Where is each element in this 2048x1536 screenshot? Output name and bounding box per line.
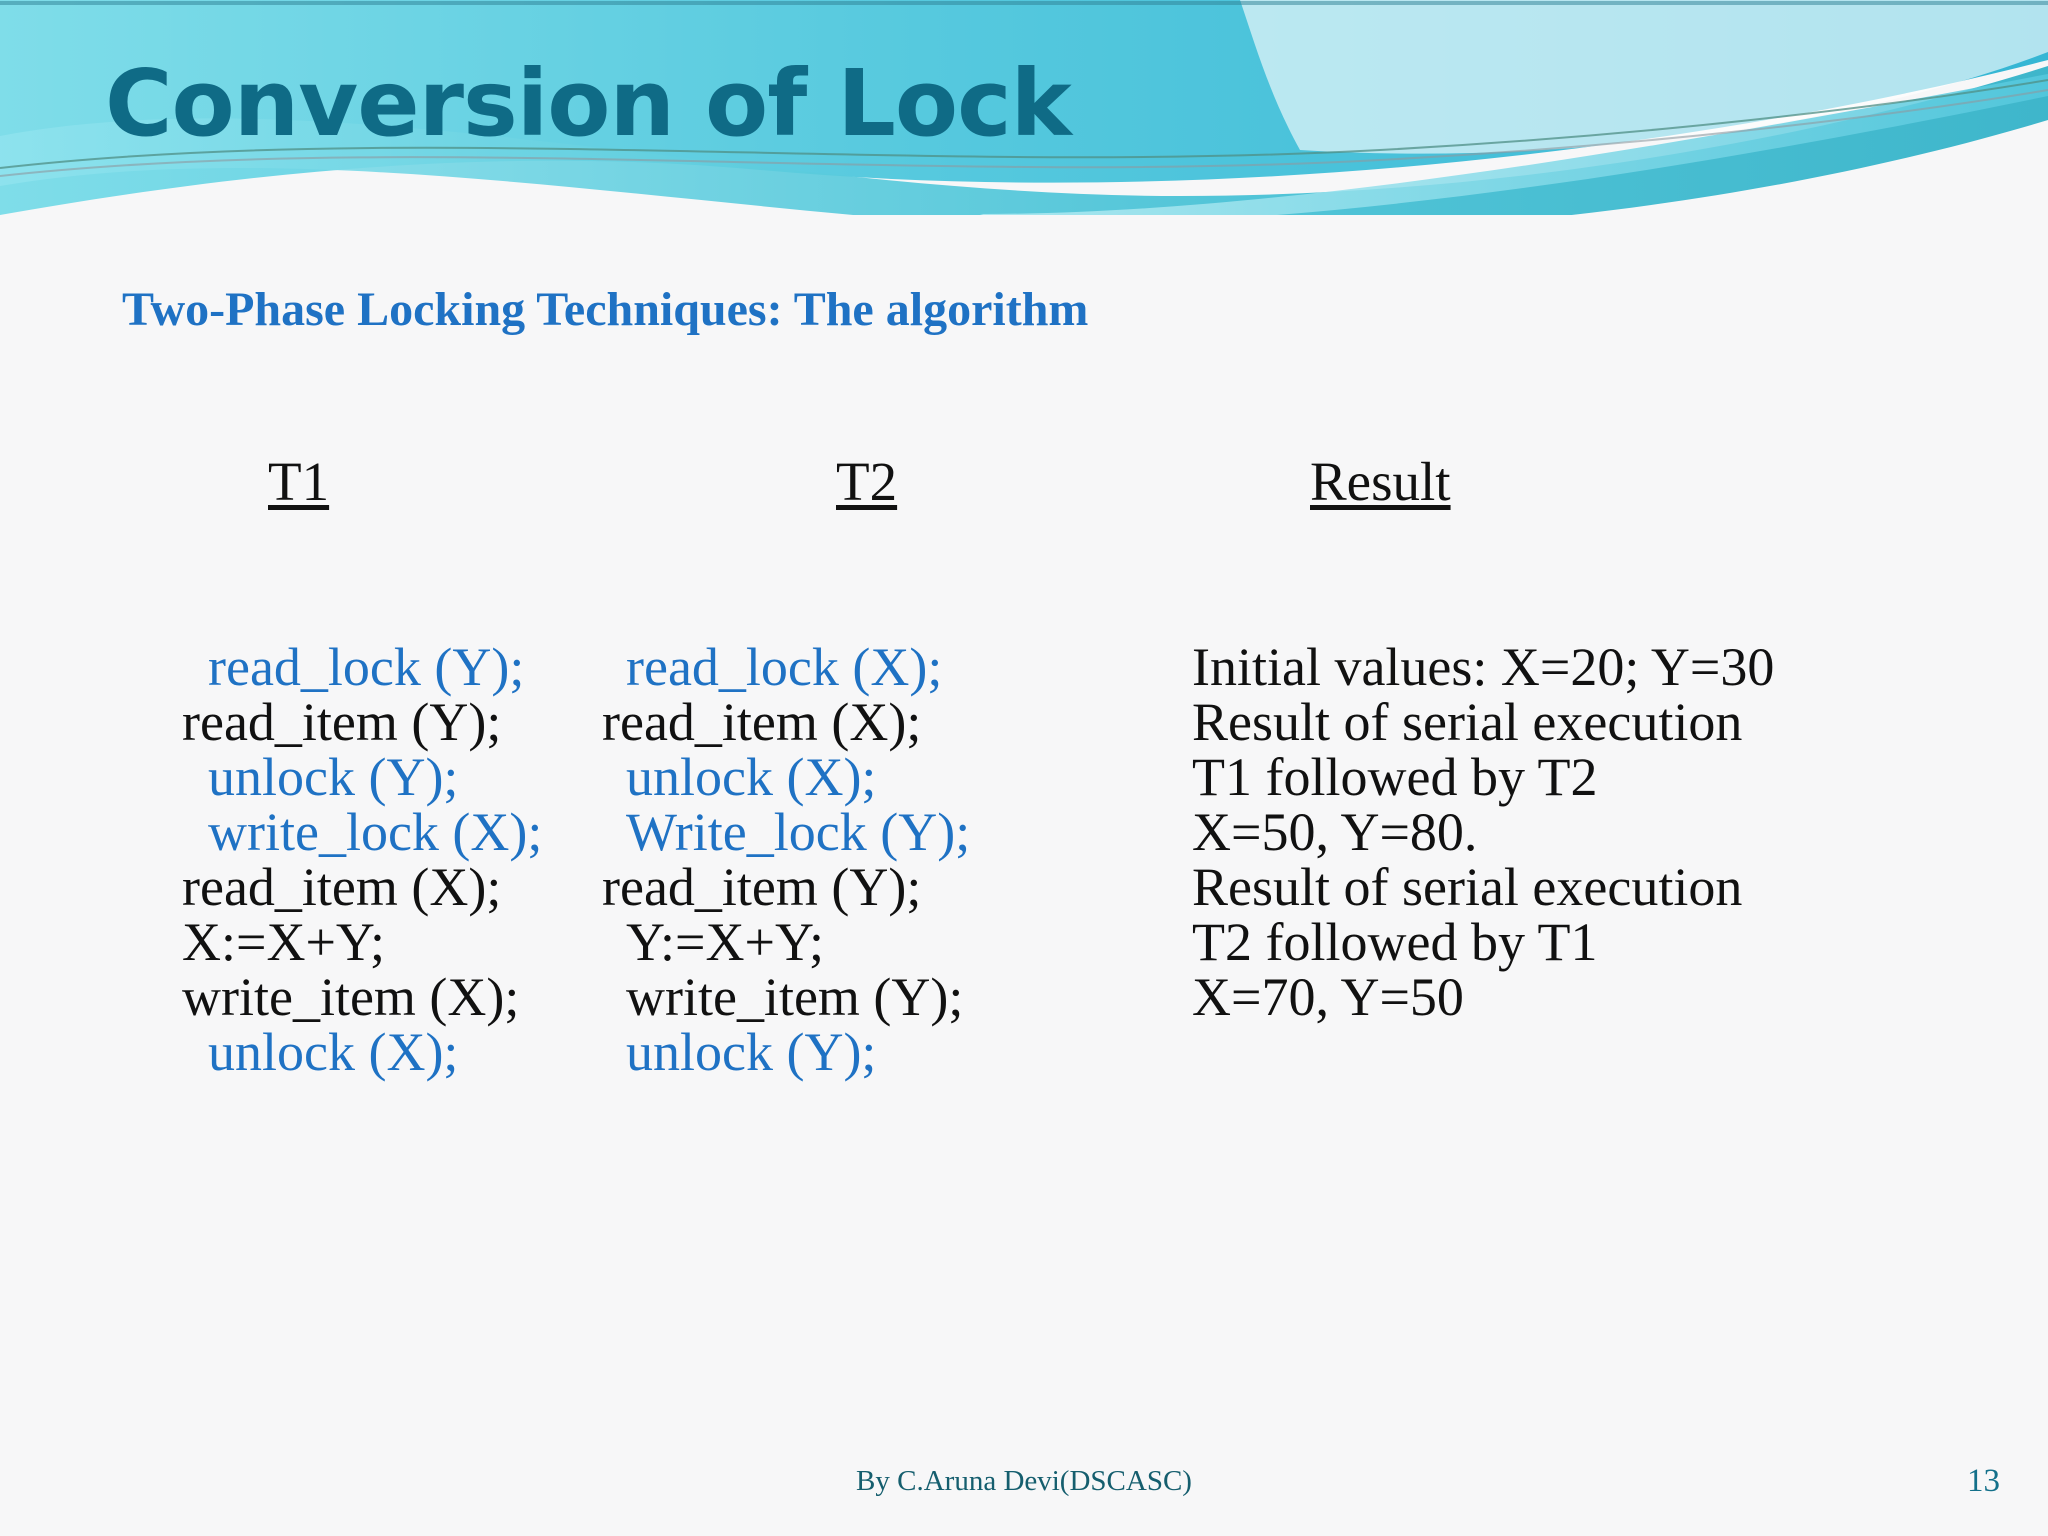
transaction-t2-line: read_item (Y); xyxy=(602,857,922,917)
slide-banner xyxy=(0,0,2048,215)
transaction-t2-line: unlock (Y); xyxy=(626,1022,877,1082)
footer-author: By C.Aruna Devi(DSCASC) xyxy=(856,1465,1192,1497)
transaction-schedule-table: T1 T2 Result read_lock (Y);read_item (Y)… xyxy=(0,450,2048,1080)
transaction-t2-line: read_item (X); xyxy=(602,692,922,752)
result-line: Result of serial execution xyxy=(1192,692,1743,752)
transaction-t1-line: read_lock (Y); xyxy=(208,637,525,697)
transaction-t2-line: Y:=X+Y; xyxy=(626,912,824,972)
transaction-t1-line: write_lock (X); xyxy=(208,802,543,862)
transaction-t1-line: read_item (Y); xyxy=(182,692,502,752)
result-line: T2 followed by T1 xyxy=(1192,912,1598,972)
column-header-t2: T2 xyxy=(836,451,898,512)
slide-subtitle: Two-Phase Locking Techniques: The algori… xyxy=(122,283,1089,336)
page-title: Conversion of Lock xyxy=(105,50,1072,157)
column-header-t1: T1 xyxy=(268,451,330,512)
transaction-t1-line: unlock (Y); xyxy=(208,747,459,807)
result-line: T1 followed by T2 xyxy=(1192,747,1598,807)
transaction-t1-line: X:=X+Y; xyxy=(182,912,385,972)
slide-page-number: 13 xyxy=(1967,1463,2000,1499)
result-line: X=50, Y=80. xyxy=(1192,802,1478,862)
transaction-t2-line: write_item (Y); xyxy=(626,967,964,1027)
transaction-t1-column: read_lock (Y);read_item (Y);unlock (Y);w… xyxy=(182,640,582,1080)
banner-wave-graphic xyxy=(0,0,2048,215)
result-line: X=70, Y=50 xyxy=(1192,967,1464,1027)
transaction-t1-line: read_item (X); xyxy=(182,857,502,917)
transaction-t2-column: read_lock (X);read_item (X);unlock (X);W… xyxy=(590,640,1010,1080)
transaction-t2-line: read_lock (X); xyxy=(626,637,943,697)
transaction-t2-line: Write_lock (Y); xyxy=(626,802,971,862)
transaction-t1-line: write_item (X); xyxy=(182,967,520,1027)
result-line: Initial values: X=20; Y=30 xyxy=(1192,637,1775,697)
table-column-headers: T1 T2 Result xyxy=(0,450,2048,536)
transaction-t2-line: unlock (X); xyxy=(626,747,877,807)
column-header-result: Result xyxy=(1310,451,1451,512)
transaction-t1-line: unlock (X); xyxy=(208,1022,459,1082)
result-line: Result of serial execution xyxy=(1192,857,1743,917)
